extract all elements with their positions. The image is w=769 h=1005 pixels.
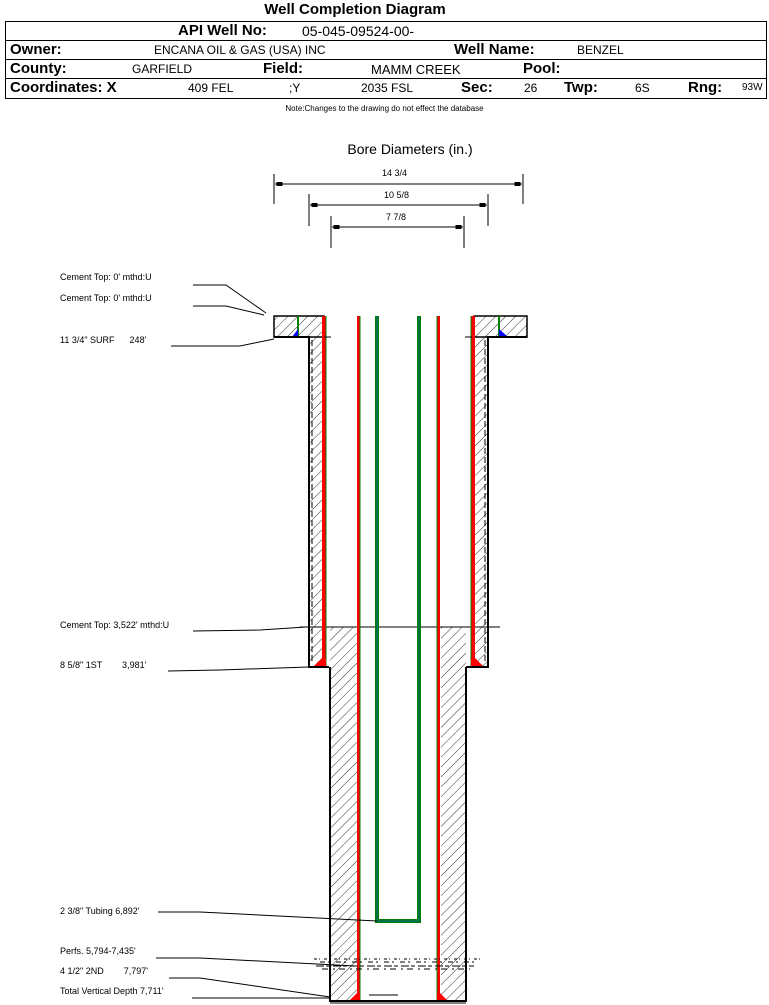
y-coordinate-value: 2035 FSL	[361, 81, 414, 95]
surface-shoe-marker	[499, 329, 508, 337]
well-header-table: API Well No: 05-045-09524-00- Owner: ENC…	[5, 21, 767, 99]
bore-diameters-title: Bore Diameters (in.)	[347, 141, 473, 157]
pool-label: Pool:	[523, 60, 561, 77]
dimension-lines	[273, 174, 524, 248]
bore-diameter-label: 7 7/8	[386, 212, 407, 222]
coordinates-label: Coordinates: X	[10, 79, 117, 96]
header-row-coordinates: Coordinates: X 409 FEL ;Y 2035 FSL Sec: …	[6, 79, 766, 99]
twp-value: 6S	[635, 81, 650, 95]
county-label: County:	[10, 60, 67, 77]
upper-annulus-cement	[274, 336, 527, 668]
leader-line	[171, 338, 275, 347]
leader-line	[169, 977, 331, 998]
rng-label: Rng:	[688, 79, 723, 96]
annotation-perforations: Perfs. 5,794-7,435'	[60, 946, 136, 956]
annotation-tubing: 2 3/8" Tubing 6,892'	[60, 906, 140, 916]
surface-cement	[273, 315, 528, 338]
casing-4-1-2	[350, 316, 447, 1000]
header-row-county: County: GARFIELD Field: MAMM CREEK Pool:	[6, 60, 766, 79]
field-label: Field:	[263, 60, 303, 77]
well-name-label: Well Name:	[454, 41, 535, 58]
county-value: GARFIELD	[132, 62, 193, 76]
leader-line	[193, 305, 265, 316]
annotation-cement-top: Cement Top: 0' mthd:U	[60, 293, 152, 303]
api-value: 05-045-09524-00-	[302, 23, 415, 39]
tubing-2-3-8	[375, 316, 421, 923]
casing-shoe	[437, 993, 447, 1000]
api-label: API Well No:	[178, 22, 267, 39]
arrow-head	[455, 225, 462, 229]
arrow-head	[514, 182, 521, 186]
casing-shoe	[350, 993, 360, 1000]
x-coordinate-value: 409 FEL	[188, 81, 234, 95]
perforations	[314, 958, 484, 970]
field-value: MAMM CREEK	[371, 62, 461, 77]
header-row-owner: Owner: ENCANA OIL & GAS (USA) INC Well N…	[6, 41, 766, 60]
sec-value: 26	[524, 81, 538, 95]
well-name-value: BENZEL	[577, 43, 624, 57]
surface-shoe-marker	[292, 329, 298, 337]
casing-shoe	[314, 658, 326, 666]
annotation-surface-casing: 11 3/4" SURF 248'	[60, 335, 147, 345]
casing-shoe	[471, 658, 483, 666]
owner-label: Owner:	[10, 41, 62, 58]
sec-label: Sec:	[461, 79, 493, 96]
casing-8-5-8	[314, 316, 483, 666]
disclaimer-note: Note:Changes to the drawing do not effec…	[285, 104, 484, 113]
header-row-api: API Well No: 05-045-09524-00-	[6, 22, 766, 41]
twp-label: Twp:	[564, 79, 598, 96]
leader-line	[193, 284, 267, 314]
lower-annulus-cement	[300, 626, 500, 1004]
leader-line	[192, 626, 307, 632]
bore-diameter-label: 14 3/4	[382, 168, 408, 178]
leader-line	[156, 957, 356, 967]
owner-value: ENCANA OIL & GAS (USA) INC	[154, 43, 326, 57]
rng-value: 93W	[742, 82, 763, 93]
arrow-head	[311, 203, 318, 207]
arrow-head	[333, 225, 340, 229]
annotation-cement-top: Cement Top: 0' mthd:U	[60, 272, 152, 282]
annotation-first-casing: 8 5/8" 1ST 3,981'	[60, 660, 147, 670]
arrow-head	[479, 203, 486, 207]
arrow-head	[276, 182, 283, 186]
bore-diameter-label: 10 5/8	[384, 190, 410, 200]
leader-line	[158, 911, 378, 922]
leader-lines	[156, 284, 398, 999]
diagram-title: Well Completion Diagram	[264, 1, 446, 18]
annotation-second-casing: 4 1/2" 2ND 7,797'	[60, 966, 148, 976]
annotation-total-depth: Total Vertical Depth 7,711'	[60, 986, 164, 996]
annotation-cement-top: Cement Top: 3,522' mthd:U	[60, 620, 170, 630]
leader-line	[167, 666, 309, 672]
y-coordinate-label: ;Y	[289, 81, 301, 95]
